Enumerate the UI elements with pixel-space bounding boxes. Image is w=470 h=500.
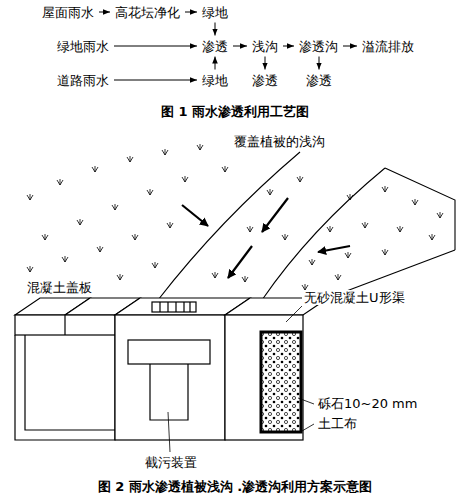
grate bbox=[152, 302, 196, 312]
grate-bars bbox=[160, 302, 190, 312]
step-text: 高花坛净化 bbox=[115, 5, 180, 20]
flow-arrow bbox=[262, 198, 288, 232]
step-text: 道路雨水 bbox=[57, 73, 109, 88]
flow-step: 屋面雨水 bbox=[40, 5, 96, 20]
part-label: 覆盖植被的浅沟 bbox=[232, 134, 327, 149]
swale-bank bbox=[262, 168, 385, 300]
part-label: 砾石10~20 mm bbox=[316, 396, 419, 411]
part-label: 混凝土盖板 bbox=[25, 280, 94, 295]
flow-step: 道路雨水 bbox=[55, 73, 111, 88]
flow-arrows bbox=[182, 198, 350, 278]
flow-arrow bbox=[228, 246, 252, 278]
flow-step: 绿地 bbox=[200, 5, 230, 20]
flow-arrow bbox=[265, 57, 266, 70]
flow-step: 渗透 bbox=[250, 73, 280, 88]
flow-step: 浅沟 bbox=[250, 39, 280, 54]
step-text: 浅沟 bbox=[252, 39, 278, 54]
flow-arrow bbox=[99, 12, 110, 13]
part-label: 截污装置 bbox=[143, 455, 199, 470]
flow-step: 高花坛净化 bbox=[113, 5, 182, 20]
cover-slab bbox=[15, 315, 115, 335]
step-text: 溢流排放 bbox=[362, 39, 414, 54]
part-label: 图 1 雨水渗透利用工艺图 bbox=[159, 104, 311, 119]
channel-wall bbox=[15, 335, 115, 440]
step-text: 绿地 bbox=[202, 73, 228, 88]
flow-arrow bbox=[319, 57, 320, 70]
flow-arrow bbox=[215, 23, 216, 36]
leader-line bbox=[298, 398, 314, 404]
terrain-edge bbox=[385, 168, 455, 250]
flow-step: 渗透 bbox=[200, 39, 230, 54]
interceptor-tray bbox=[128, 340, 210, 364]
interceptor-basket bbox=[150, 364, 188, 420]
part-label: 土工布 bbox=[316, 416, 359, 431]
channel-wall bbox=[25, 335, 115, 430]
flow-arrow bbox=[283, 46, 294, 47]
step-text: 渗透沟 bbox=[299, 39, 338, 54]
step-text: 渗透 bbox=[306, 73, 332, 88]
step-text: 绿地 bbox=[202, 5, 228, 20]
leader-line bbox=[168, 412, 170, 452]
channel-structure bbox=[15, 298, 328, 440]
flow-arrow bbox=[182, 205, 208, 226]
flow-step: 绿地 bbox=[200, 73, 230, 88]
flow-arrow bbox=[318, 246, 350, 252]
flow-arrow bbox=[114, 80, 197, 81]
flow-arrow bbox=[343, 46, 357, 47]
flow-arrow bbox=[185, 12, 197, 13]
terrain-lines bbox=[158, 152, 455, 300]
slab-joint bbox=[64, 315, 65, 335]
gravel-fill bbox=[261, 332, 301, 432]
leader-line bbox=[302, 424, 314, 431]
figure-caption: 图 2 雨水渗透植被浅沟 .渗透沟利用方案示意图 bbox=[96, 479, 375, 494]
u-channel bbox=[225, 315, 303, 440]
interceptor-box bbox=[115, 315, 225, 440]
part-label: 无砂混凝土U形渠 bbox=[302, 290, 407, 305]
step-text: 渗透 bbox=[252, 73, 278, 88]
flow-step: 渗透沟 bbox=[297, 39, 340, 54]
flow-step: 绿地雨水 bbox=[55, 39, 111, 54]
flow-arrow bbox=[215, 57, 216, 70]
flow-arrow bbox=[233, 46, 247, 47]
flow-arrow bbox=[114, 46, 197, 47]
flow-step: 溢流排放 bbox=[360, 39, 416, 54]
step-text: 绿地雨水 bbox=[57, 39, 109, 54]
leader-line bbox=[286, 306, 302, 322]
leader-lines bbox=[168, 306, 314, 452]
step-text: 屋面雨水 bbox=[42, 5, 94, 20]
step-text: 渗透 bbox=[202, 39, 228, 54]
grass-tufts bbox=[27, 144, 443, 290]
flow-step: 渗透 bbox=[304, 73, 334, 88]
